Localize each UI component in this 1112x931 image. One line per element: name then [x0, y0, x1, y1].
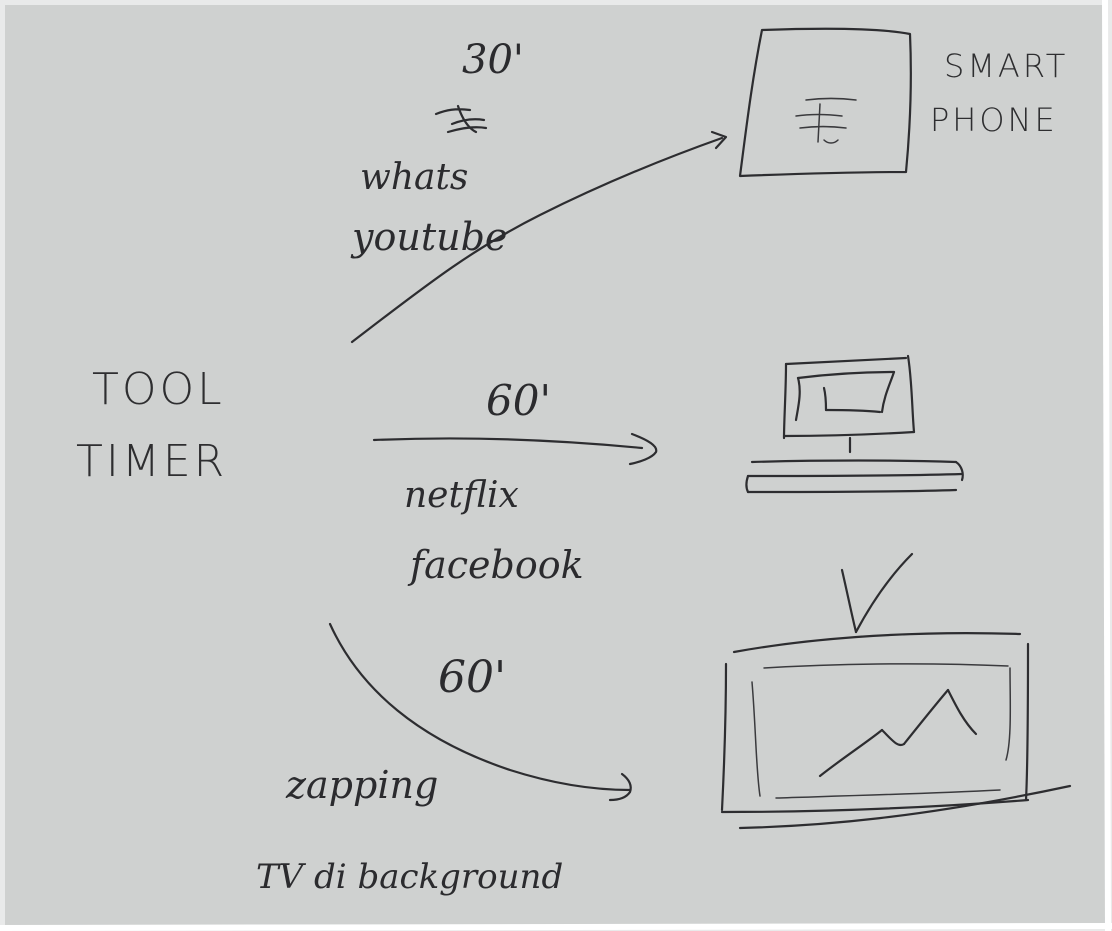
arrow-to-computer: [372, 437, 644, 450]
flow1-time: 30': [462, 37, 524, 83]
flow2-app2: facebook: [410, 543, 584, 587]
scribble: [434, 104, 488, 134]
flow3-time: 60': [438, 652, 507, 703]
tv-drawing: [720, 552, 1072, 830]
arrow-to-tv: [328, 622, 632, 792]
smartphone-drawing: [738, 27, 912, 178]
computer-drawing: [745, 354, 964, 494]
flow2-app1: netflix: [404, 475, 519, 516]
paper-bottom-edge: [0, 923, 1112, 931]
arrow-to-computer-head: [628, 432, 658, 466]
flow1-app2: youtube: [352, 215, 508, 259]
arrow-to-tv-head: [608, 772, 632, 802]
title-line2: TIMER: [76, 436, 228, 487]
smartphone-label-line1: SMART: [944, 47, 1069, 85]
flow3-app2: TV di background: [256, 857, 564, 897]
flow2-time: 60': [486, 376, 551, 425]
flow3-app1: zapping: [286, 763, 439, 807]
flow1-app1: whats: [360, 157, 469, 198]
arrow-to-smartphone: [350, 136, 724, 344]
title-line1: TOOL: [92, 364, 225, 415]
smartphone-label-line2: PHONE: [930, 101, 1058, 139]
arrow-to-smartphone-head: [710, 130, 728, 150]
paper-right-edge: [1102, 0, 1111, 931]
